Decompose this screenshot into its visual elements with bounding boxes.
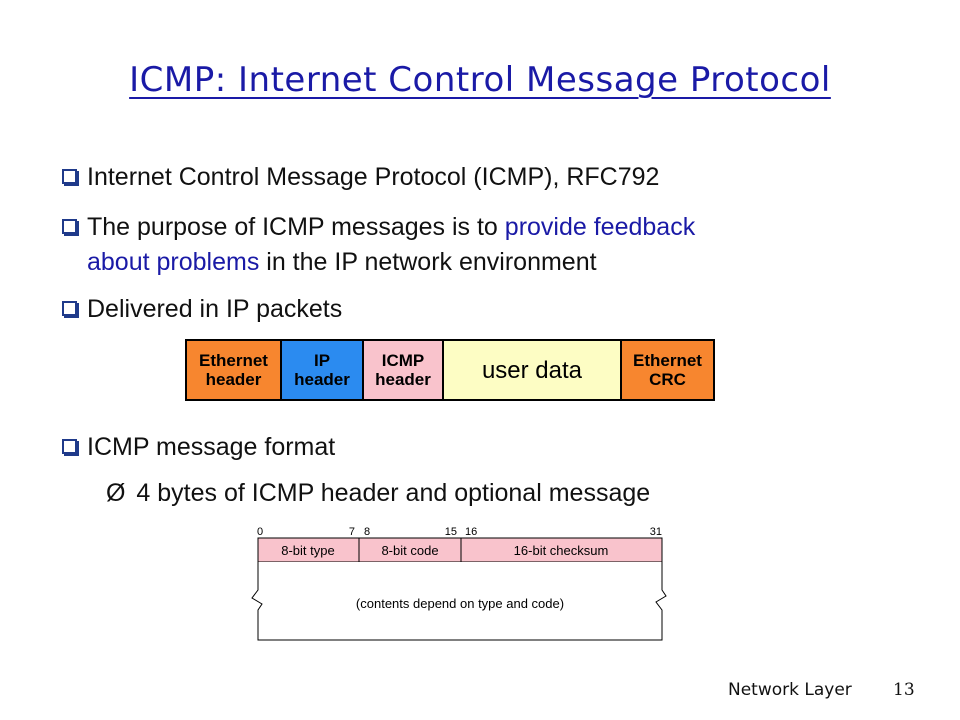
bullet-text-part: The purpose of ICMP messages is to bbox=[87, 213, 505, 241]
bullet-text: Internet Control Message Protocol (ICMP)… bbox=[87, 163, 660, 191]
highlight-about-problems: about problems bbox=[87, 248, 260, 276]
checkbox-bullet-icon bbox=[62, 439, 77, 454]
segment-ethernet-header: Ethernet header bbox=[187, 341, 282, 399]
segment-icmp-header: ICMP header bbox=[364, 341, 444, 399]
bullet-text: Delivered in IP packets bbox=[87, 295, 343, 323]
footer-label: Network Layer bbox=[728, 680, 852, 700]
field-checksum: 16-bit checksum bbox=[514, 543, 609, 558]
field-type: 8-bit type bbox=[281, 543, 334, 558]
icmp-format-diagram: 0 7 8 15 16 31 8-bit type 8-bit code 16-… bbox=[251, 526, 667, 641]
arrow-bullet-icon: Ø bbox=[106, 479, 126, 507]
segment-ethernet-crc: Ethernet CRC bbox=[622, 341, 713, 399]
bullet-text: ICMP message format bbox=[87, 433, 336, 461]
highlight-provide-feedback: provide feedback bbox=[504, 213, 696, 241]
bullet-icmp-rfc: Internet Control Message Protocol (ICMP)… bbox=[62, 160, 659, 195]
bullet-purpose: The purpose of ICMP messages is to provi… bbox=[62, 210, 862, 280]
field-code: 8-bit code bbox=[381, 543, 438, 558]
slide-title: ICMP: Internet Control Message Protocol bbox=[129, 60, 831, 100]
bit-label-31: 31 bbox=[650, 526, 662, 538]
checkbox-bullet-icon bbox=[62, 169, 77, 184]
bit-label-16: 16 bbox=[465, 526, 477, 538]
bullet-text-part: in the IP network environment bbox=[259, 248, 597, 276]
sub-bullet-text: 4 bytes of ICMP header and optional mess… bbox=[136, 479, 651, 507]
bit-label-7: 7 bbox=[349, 526, 355, 538]
header-fields-row bbox=[257, 537, 663, 563]
checkbox-bullet-icon bbox=[62, 219, 77, 234]
page-number: 13 bbox=[893, 680, 915, 700]
checkbox-bullet-icon bbox=[62, 301, 77, 316]
bit-label-15: 15 bbox=[445, 526, 457, 538]
sub-bullet: Ø 4 bytes of ICMP header and optional me… bbox=[106, 476, 650, 511]
bit-label-8: 8 bbox=[364, 526, 370, 538]
bit-label-0: 0 bbox=[257, 526, 263, 538]
segment-ip-header: IP header bbox=[282, 341, 364, 399]
segment-user-data: user data bbox=[444, 341, 622, 399]
bullet-delivered: Delivered in IP packets bbox=[62, 292, 342, 327]
message-body-box bbox=[251, 562, 667, 641]
message-body-text: (contents depend on type and code) bbox=[356, 596, 564, 611]
bullet-text: The purpose of ICMP messages is to provi… bbox=[87, 210, 695, 280]
bullet-format: ICMP message format bbox=[62, 430, 335, 465]
packet-diagram: Ethernet header IP header ICMP header us… bbox=[185, 339, 715, 401]
